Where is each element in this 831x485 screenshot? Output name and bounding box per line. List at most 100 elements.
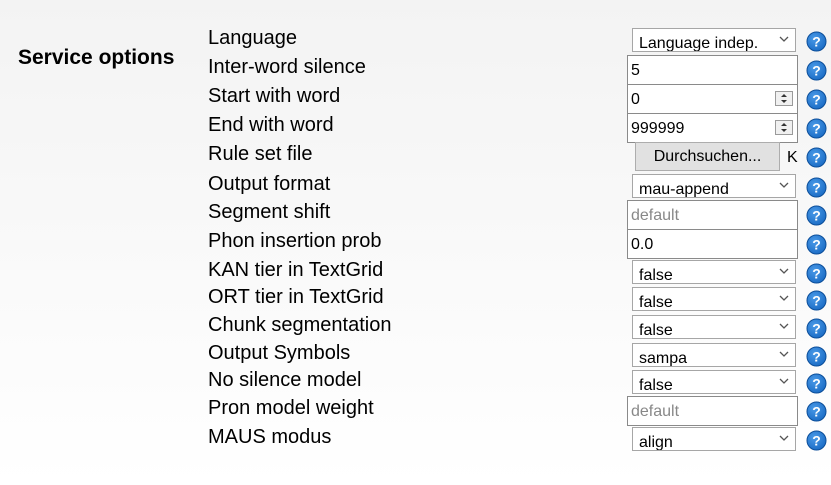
svg-text:?: ? — [812, 180, 821, 196]
section-title: Service options — [18, 46, 175, 69]
spinner-down-arrow-icon[interactable] — [776, 128, 792, 134]
svg-text:?: ? — [812, 349, 821, 365]
start_with_word-value: 0 — [631, 91, 640, 108]
chevron-down-icon — [779, 435, 789, 441]
option-row-no_silence_model: No silence model false? — [0, 369, 831, 398]
kan_tier-select[interactable]: false — [632, 260, 796, 284]
spinner-up-arrow-icon[interactable] — [776, 121, 792, 127]
option-label-chunk_segmentation: Chunk segmentation — [208, 314, 392, 336]
browse-file-button[interactable]: Durchsuchen... — [635, 142, 780, 171]
option-label-kan_tier: KAN tier in TextGrid — [208, 259, 384, 281]
option-row-ort_tier: ORT tier in TextGrid false? — [0, 286, 831, 315]
spinner-up-arrow-icon[interactable] — [776, 92, 792, 98]
svg-text:?: ? — [812, 34, 821, 50]
output_symbols-select[interactable]: sampa — [632, 343, 796, 367]
phon_insertion_prob-value: 0.0 — [631, 236, 654, 253]
help-icon-output_format[interactable]: ? — [806, 177, 827, 198]
chunk_segmentation-select[interactable]: false — [632, 315, 796, 339]
no_silence_model-select[interactable]: false — [632, 370, 796, 394]
option-label-inter_word_silence: Inter-word silence — [208, 56, 366, 78]
option-row-maus_modus: MAUS modus align? — [0, 426, 831, 455]
ort_tier-select[interactable]: false — [632, 287, 796, 311]
help-icon-no_silence_model[interactable]: ? — [806, 373, 827, 394]
output_format-select[interactable]: mau-append — [632, 174, 796, 198]
help-icon-end_with_word[interactable]: ? — [806, 118, 827, 139]
help-icon-segment_shift[interactable]: ? — [806, 205, 827, 226]
option-label-ort_tier: ORT tier in TextGrid — [208, 286, 384, 308]
language-selected-value: Language indep. — [639, 35, 759, 52]
help-icon-start_with_word[interactable]: ? — [806, 89, 827, 110]
chevron-down-icon — [779, 351, 789, 357]
option-row-kan_tier: KAN tier in TextGrid false? — [0, 259, 831, 288]
output_symbols-selected-value: sampa — [639, 350, 688, 367]
chevron-down-icon — [779, 378, 789, 384]
chunk_segmentation-selected-value: false — [639, 322, 673, 339]
help-icon-ort_tier[interactable]: ? — [806, 290, 827, 311]
spinner-start_with_word[interactable] — [775, 91, 793, 106]
option-row-chunk_segmentation: Chunk segmentation false? — [0, 314, 831, 343]
language-select[interactable]: Language indep. — [632, 28, 796, 52]
option-label-no_silence_model: No silence model — [208, 369, 362, 391]
help-icon-chunk_segmentation[interactable]: ? — [806, 318, 827, 339]
svg-text:?: ? — [812, 266, 821, 282]
chevron-down-icon — [779, 268, 789, 274]
pron_model_weight-placeholder: default — [631, 403, 680, 420]
chevron-down-icon — [779, 36, 789, 42]
chevron-down-icon — [779, 182, 789, 188]
maus_modus-select[interactable]: align — [632, 427, 796, 451]
option-label-phon_insertion_prob: Phon insertion prob — [208, 230, 382, 252]
option-label-segment_shift: Segment shift — [208, 201, 331, 223]
no_silence_model-selected-value: false — [639, 377, 673, 394]
help-icon-inter_word_silence[interactable]: ? — [806, 60, 827, 81]
svg-text:?: ? — [812, 208, 821, 224]
option-label-output_symbols: Output Symbols — [208, 342, 351, 364]
phon_insertion_prob-input[interactable]: 0.0 — [627, 229, 798, 259]
svg-text:?: ? — [812, 404, 821, 420]
start_with_word-input[interactable]: 0 — [627, 84, 798, 114]
help-icon-pron_model_weight[interactable]: ? — [806, 401, 827, 422]
option-label-end_with_word: End with word — [208, 114, 334, 136]
output_format-selected-value: mau-append — [639, 181, 729, 198]
end_with_word-input[interactable]: 999999 — [627, 113, 798, 143]
svg-text:?: ? — [812, 63, 821, 79]
spinner-down-arrow-icon[interactable] — [776, 99, 792, 105]
maus_modus-selected-value: align — [639, 434, 673, 451]
option-row-inter_word_silence: Inter-word silence 5? — [0, 55, 831, 85]
chevron-down-icon — [779, 323, 789, 329]
svg-text:?: ? — [812, 376, 821, 392]
svg-text:?: ? — [812, 237, 821, 253]
help-icon-output_symbols[interactable]: ? — [806, 346, 827, 367]
segment_shift-input[interactable]: default — [627, 200, 798, 230]
svg-text:?: ? — [812, 150, 821, 166]
svg-text:?: ? — [812, 293, 821, 309]
kan_tier-selected-value: false — [639, 267, 673, 284]
option-label-language: Language — [208, 27, 297, 49]
chevron-down-icon — [779, 295, 789, 301]
option-label-maus_modus: MAUS modus — [208, 426, 332, 448]
end_with_word-value: 999999 — [631, 120, 685, 137]
svg-text:?: ? — [812, 92, 821, 108]
option-row-rule_set_file: Rule set file Durchsuchen... K? — [0, 142, 831, 172]
help-icon-kan_tier[interactable]: ? — [806, 263, 827, 284]
option-row-end_with_word: End with word 999999? — [0, 113, 831, 143]
option-label-rule_set_file: Rule set file — [208, 143, 313, 165]
svg-text:?: ? — [812, 433, 821, 449]
option-row-output_format: Output format mau-append? — [0, 173, 831, 202]
ort_tier-selected-value: false — [639, 294, 673, 311]
option-row-phon_insertion_prob: Phon insertion prob 0.0? — [0, 229, 831, 259]
inter_word_silence-input[interactable]: 5 — [627, 55, 798, 85]
pron_model_weight-input[interactable]: default — [627, 396, 798, 426]
option-label-output_format: Output format — [208, 173, 331, 195]
help-icon-language[interactable]: ? — [806, 31, 827, 52]
spinner-end_with_word[interactable] — [775, 120, 793, 135]
svg-text:?: ? — [812, 321, 821, 337]
help-icon-maus_modus[interactable]: ? — [806, 430, 827, 451]
option-row-start_with_word: Start with word 0? — [0, 84, 831, 114]
option-row-language: Language Language indep.? — [0, 27, 831, 56]
help-icon-rule_set_file[interactable]: ? — [806, 147, 827, 168]
svg-text:?: ? — [812, 121, 821, 137]
option-label-start_with_word: Start with word — [208, 85, 341, 107]
help-icon-phon_insertion_prob[interactable]: ? — [806, 234, 827, 255]
file-status-text: K — [787, 149, 798, 166]
